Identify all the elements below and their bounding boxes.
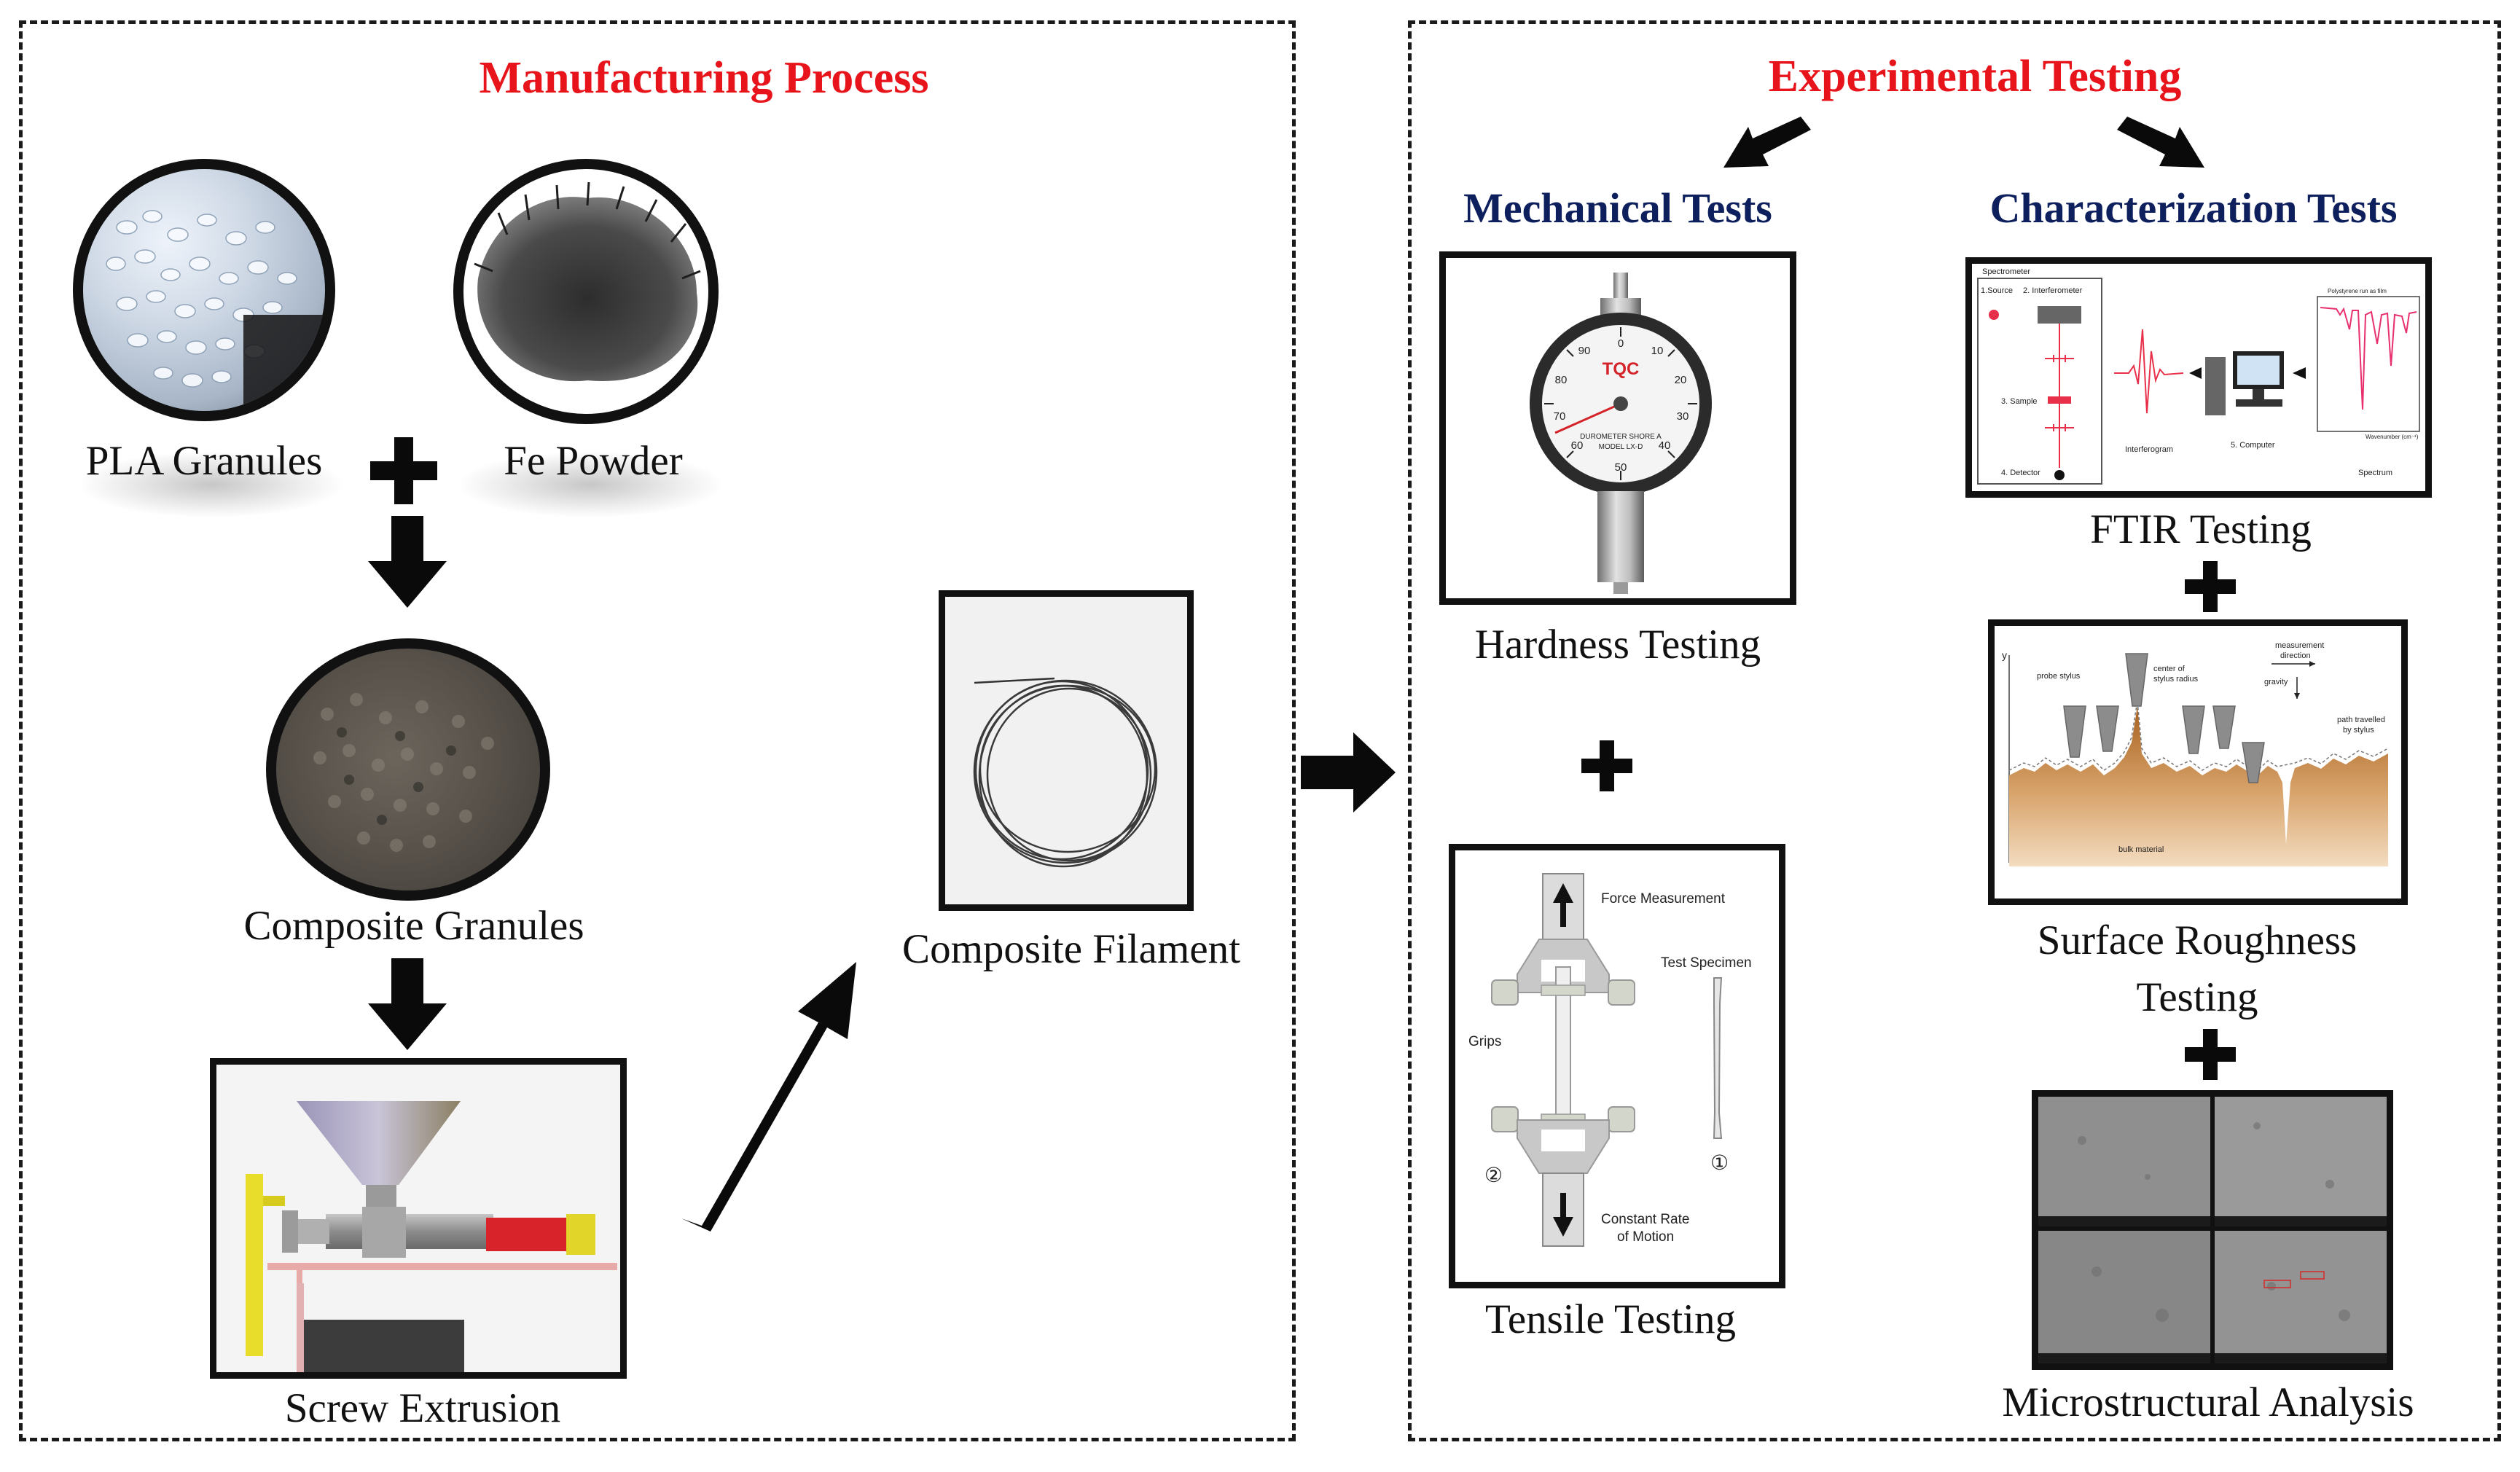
force-measurement-label: Force Measurement xyxy=(1601,891,1726,907)
screw-extrusion-image xyxy=(210,1058,627,1379)
screw-extrusion-label: Screw Extrusion xyxy=(284,1385,561,1431)
interferometer-label: 2. Interferometer xyxy=(2023,286,2083,295)
dial-tick-0: 0 xyxy=(1618,337,1624,350)
dial-scale-name: DUROMETER SHORE A xyxy=(1580,433,1662,441)
experimental-panel xyxy=(1408,20,2501,1441)
pla-granules-label: PLA Granules xyxy=(85,438,323,484)
pla-shadow xyxy=(80,452,343,517)
source-label: 1.Source xyxy=(1981,286,2013,295)
surface-roughness-diagram: y probe stylus center of stylus radius m… xyxy=(1988,619,2408,905)
dial-tick-20: 20 xyxy=(1675,374,1687,386)
computer-label: 5. Computer xyxy=(2231,441,2275,450)
detector-label: 4. Detector xyxy=(2001,469,2040,477)
arrow-down-left-icon xyxy=(1723,117,1811,168)
dial-tick-10: 10 xyxy=(1651,345,1664,357)
arrow-right-icon xyxy=(1301,732,1396,813)
plus-icon xyxy=(370,437,437,504)
y-axis-label: y xyxy=(2002,649,2007,661)
plus-icon xyxy=(1581,740,1632,791)
spectrum-title: Polystyrene run as film xyxy=(2328,288,2387,294)
path-label-1: path travelled xyxy=(2337,716,2385,724)
dial-model: MODEL LX-D xyxy=(1599,443,1643,451)
dial-tick-70: 70 xyxy=(1554,410,1566,423)
tensile-tester-diagram: Force Measurement Test Specimen Grips Co… xyxy=(1449,844,1785,1288)
measurement-label-1: measurement xyxy=(2275,641,2324,650)
dial-tick-40: 40 xyxy=(1659,439,1671,452)
arrow-down-icon xyxy=(368,516,447,608)
experimental-title: Experimental Testing xyxy=(1768,52,2182,101)
sem-micrographs-image xyxy=(2032,1090,2393,1370)
measurement-label-2: direction xyxy=(2280,651,2311,660)
tensile-testing-label: Tensile Testing xyxy=(1484,1296,1736,1342)
spectrum-label: Spectrum xyxy=(2358,469,2392,477)
dial-brand: TQC xyxy=(1603,359,1640,379)
pla-granules-image xyxy=(73,159,335,421)
arrow-up-right-icon xyxy=(681,962,856,1232)
dial-tick-50: 50 xyxy=(1615,461,1627,474)
dial-tick-30: 30 xyxy=(1677,410,1689,423)
ftir-diagram: Spectrometer 1.Source 2. Interferometer … xyxy=(1965,257,2432,498)
plus-icon xyxy=(2185,561,2236,612)
sample-label: 3. Sample xyxy=(2001,397,2038,406)
fe-powder-label: Fe Powder xyxy=(504,438,683,484)
dial-tick-80: 80 xyxy=(1555,374,1568,386)
hardness-tester-image: 0 10 20 30 40 50 60 70 80 90 TQC DUROMET… xyxy=(1439,251,1796,605)
characterization-tests-title: Characterization Tests xyxy=(1989,184,2398,232)
surface-roughness-label: Surface Roughness xyxy=(2037,917,2357,963)
plus-icon xyxy=(2185,1029,2236,1080)
marker-2: ② xyxy=(1484,1164,1503,1186)
test-specimen-label: Test Specimen xyxy=(1661,955,1752,971)
fe-powder-image xyxy=(453,159,719,424)
surface-roughness-label-line2: Testing xyxy=(2136,974,2258,1020)
hardness-testing-label: Hardness Testing xyxy=(1474,622,1761,668)
wavenumber-label: Wavenumber (cm⁻¹) xyxy=(2366,434,2419,440)
manufacturing-title: Manufacturing Process xyxy=(479,53,929,103)
arrow-down-right-icon xyxy=(2117,117,2204,168)
mechanical-tests-title: Mechanical Tests xyxy=(1463,184,1772,232)
dial-tick-90: 90 xyxy=(1578,345,1591,357)
composite-filament-image xyxy=(939,590,1194,911)
center-stylus-label-2: stylus radius xyxy=(2153,675,2199,684)
constant-rate-label-1: Constant Rate xyxy=(1601,1212,1689,1227)
gravity-label: gravity xyxy=(2264,678,2288,686)
probe-stylus-label: probe stylus xyxy=(2037,672,2081,681)
grips-label: Grips xyxy=(1468,1034,1501,1049)
microstructural-analysis-label: Microstructural Analysis xyxy=(2002,1379,2414,1425)
path-label-2: by stylus xyxy=(2343,726,2374,735)
fe-shadow xyxy=(459,452,721,517)
ftir-testing-label: FTIR Testing xyxy=(2090,506,2312,552)
marker-1: ① xyxy=(1710,1151,1729,1174)
bulk-material-label: bulk material xyxy=(2118,845,2164,854)
composite-granules-label: Composite Granules xyxy=(243,903,584,949)
constant-rate-label-2: of Motion xyxy=(1617,1229,1674,1245)
manufacturing-panel xyxy=(19,20,1296,1441)
dial-tick-60: 60 xyxy=(1571,439,1584,452)
arrow-down-icon xyxy=(368,958,447,1050)
composite-filament-label: Composite Filament xyxy=(902,926,1240,972)
interferogram-label: Interferogram xyxy=(2125,445,2173,454)
composite-granules-image xyxy=(266,638,550,901)
spectrometer-label: Spectrometer xyxy=(1982,267,2030,276)
center-stylus-label-1: center of xyxy=(2153,665,2186,673)
